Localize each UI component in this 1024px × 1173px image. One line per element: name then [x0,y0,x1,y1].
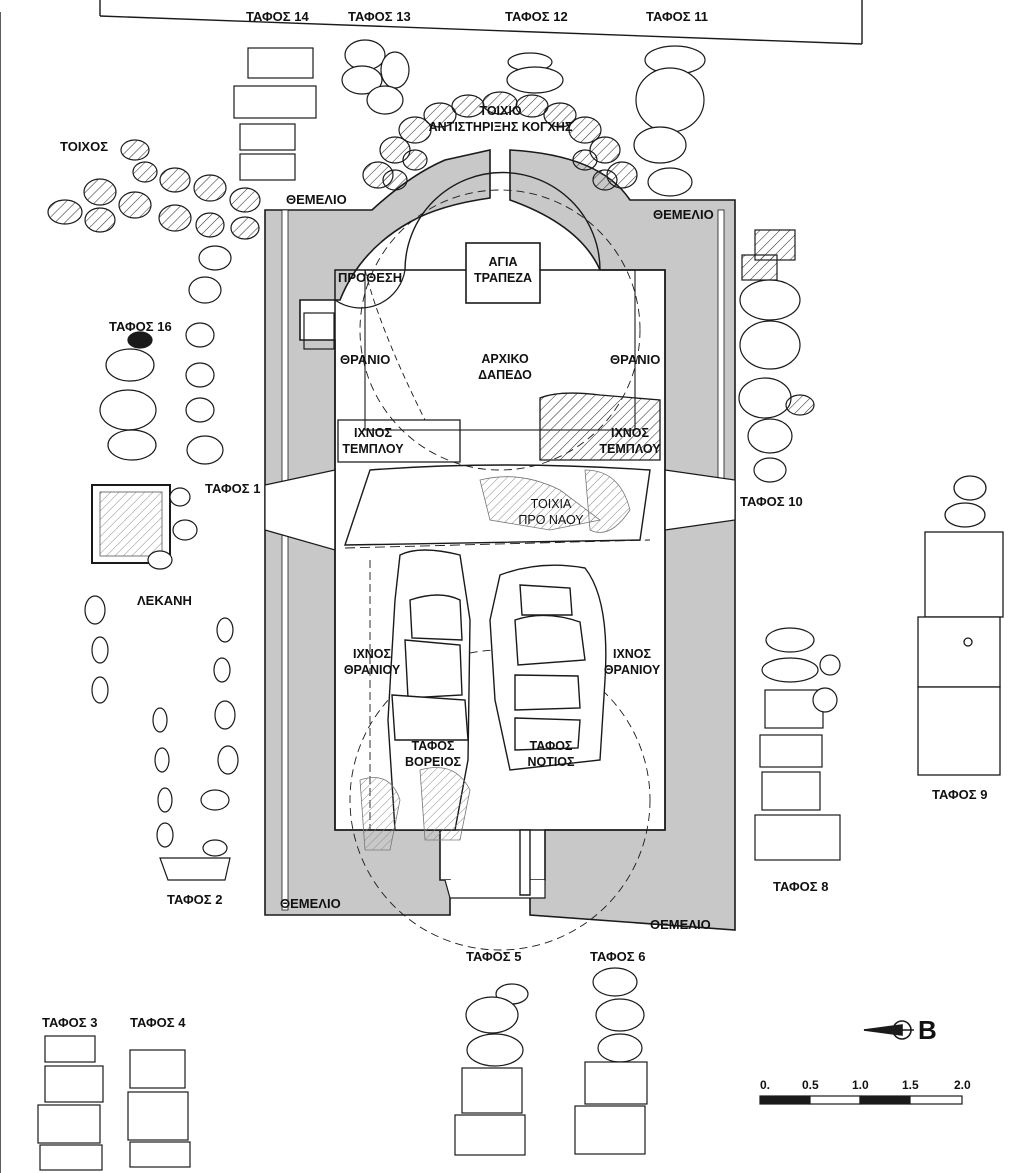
label-tafos-8: ΤΑΦΟΣ 8 [773,879,829,894]
north-arrow-icon [863,1020,914,1040]
label-themelio-se: ΘΕΜΕΛΙΟ [650,917,711,932]
templon-traces [337,392,661,546]
label-ixnos-thraniou-left: ΙΧΝΟΣ ΘΡΑΝΙΟΥ [336,646,408,678]
tomb-9-stones [917,475,1004,776]
label-retaining-wall-line1: ΤΟΙΧΙΟ [479,104,522,118]
label-themelio-sw: ΘΕΜΕΛΙΟ [280,896,341,911]
label-ixnos-thraniou-left-line1: ΙΧΝΟΣ [352,647,392,661]
scale-bar-tick-label: 0.5 [802,1078,819,1092]
label-tafos-9: ΤΑΦΟΣ 9 [932,787,988,802]
label-tafos-14: ΤΑΦΟΣ 14 [246,9,309,24]
label-thranio-right: ΘΡΑΝΙΟ [610,352,661,367]
label-tafos-13: ΤΑΦΟΣ 13 [348,9,411,24]
scale-bar-tick-label: 0. [760,1078,771,1092]
label-tafos-16: ΤΑΦΟΣ 16 [109,319,172,334]
label-tafos-6: ΤΑΦΟΣ 6 [590,949,646,964]
label-toixia-pro-naou: ΤΟΙΧΙΑ ΠΡΟ ΝΑΟΥ [506,496,596,528]
apse-retaining-wall [362,91,638,191]
label-tafos-notios-line1: ΤΑΦΟΣ [529,739,573,753]
scale-bar-tick-label: 2.0 [954,1078,971,1092]
label-tafos-notios-line2: ΝΟΤΙΟΣ [527,755,575,769]
label-tafos-2: ΤΑΦΟΣ 2 [167,892,223,907]
tomb-west-stones [84,245,232,704]
label-ixnos-templou-right-line1: ΙΧΝΟΣ [610,426,650,440]
label-ixnos-templou-left-line2: ΤΕΜΠΛΟΥ [342,442,404,456]
label-retaining-wall-line2: ΑΝΤΙΣΤΗΡΙΞΗΣ ΚΟΓΧΗΣ [428,120,573,134]
label-arxiko-dapedo-line2: ΔΑΠΕΔΟ [478,368,532,382]
label-ixnos-templou-left-line1: ΙΧΝΟΣ [353,426,393,440]
label-tafos-10: ΤΑΦΟΣ 10 [740,494,803,509]
label-toixos: ΤΟΙΧΟΣ [60,139,109,154]
label-ixnos-thraniou-right-line2: ΘΡΑΝΙΟΥ [603,663,661,677]
church-foundation [264,149,736,931]
tombs-5-6-stones [454,967,648,1156]
label-ixnos-templou-left: ΙΧΝΟΣ ΤΕΜΠΛΟΥ [338,425,408,457]
scale-bar-tick-label: 1.5 [902,1078,919,1092]
label-tafos-voreios-line2: ΒΟΡΕΙΟΣ [404,755,462,769]
label-arxiko-dapedo-line1: ΑΡΧΙΚΟ [481,352,529,366]
label-toixia-line2: ΠΡΟ ΝΑΟΥ [518,513,584,527]
tomb-stones-north [233,39,706,197]
label-tafos-voreios: ΤΑΦΟΣ ΒΟΡΕΙΟΣ [398,738,468,770]
label-agia-trapeza-line1: ΑΓΙΑ [488,255,518,269]
label-prothesi: ΠΡΟΘΕΣΗ [338,270,403,285]
label-tafos-notios: ΤΑΦΟΣ ΝΟΤΙΟΣ [516,738,586,770]
label-agia-trapeza-line2: ΤΡΑΠΕΖΑ [473,271,533,285]
label-toixia-line1: ΤΟΙΧΙΑ [530,497,572,511]
label-tafos-5: ΤΑΦΟΣ 5 [466,949,522,964]
top-frame [0,0,863,1173]
label-tafos-voreios-line1: ΤΑΦΟΣ [411,739,455,753]
tomb-8-stones [754,627,841,861]
label-tafos-11: ΤΑΦΟΣ 11 [646,9,708,24]
tombs-3-4-stones [37,1035,191,1171]
interior-graves [359,549,607,896]
label-tafos-12: ΤΑΦΟΣ 12 [505,9,568,24]
label-tafos-1: ΤΑΦΟΣ 1 [205,481,261,496]
label-themelio-ne: ΘΕΜΕΛΙΟ [653,207,714,222]
label-ixnos-templou-right-line2: ΤΕΜΠΛΟΥ [599,442,661,456]
label-tafos-4: ΤΑΦΟΣ 4 [130,1015,186,1030]
tomb-10-stones [738,229,815,483]
label-themelio-nw: ΘΕΜΕΛΙΟ [286,192,347,207]
tomb-2-stones [152,617,239,881]
altar [465,242,541,304]
label-ixnos-thraniou-right: ΙΧΝΟΣ ΘΡΑΝΙΟΥ [596,646,668,678]
label-ixnos-thraniou-right-line1: ΙΧΝΟΣ [612,647,652,661]
scale-bar-tick-label: 1.0 [852,1078,869,1092]
label-tafos-3: ΤΑΦΟΣ 3 [42,1015,98,1030]
scale-bar [759,1095,963,1105]
label-thranio-left: ΘΡΑΝΙΟ [340,352,391,367]
label-ixnos-thraniou-left-line2: ΘΡΑΝΙΟΥ [343,663,401,677]
north-arrow-label: Β [918,1015,937,1045]
label-lekani: ΛΕΚΑΝΗ [137,593,192,608]
label-ixnos-templou-right: ΙΧΝΟΣ ΤΕΜΠΛΟΥ [594,425,666,457]
north-wall-stones [47,139,261,240]
label-arxiko-dapedo: ΑΡΧΙΚΟ ΔΑΠΕΔΟ [470,351,540,383]
label-agia-trapeza: ΑΓΙΑ ΤΡΑΠΕΖΑ [466,254,540,286]
label-retaining-wall: ΤΟΙΧΙΟ ΑΝΤΙΣΤΗΡΙΞΗΣ ΚΟΓΧΗΣ [418,103,583,135]
